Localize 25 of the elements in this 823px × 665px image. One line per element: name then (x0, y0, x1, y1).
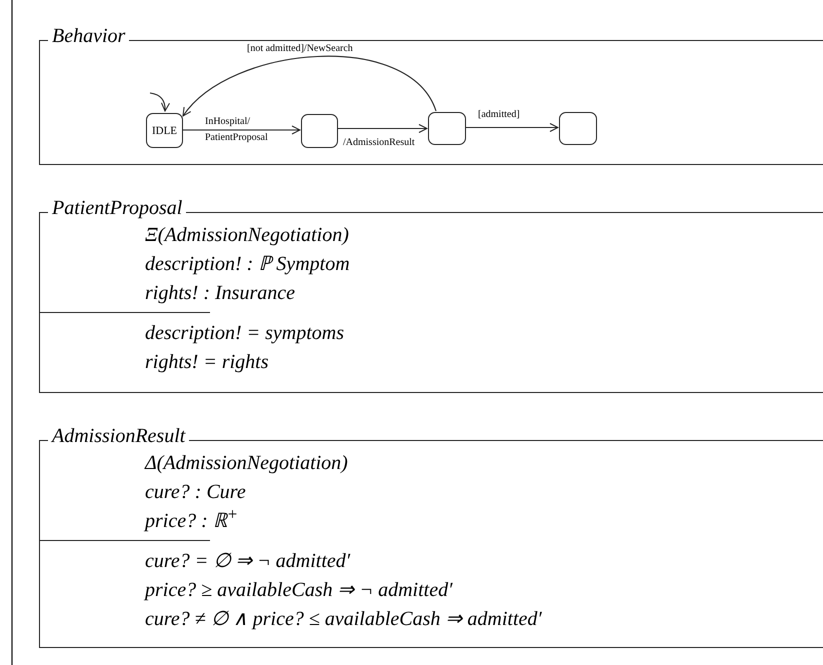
edge-label: /AdmissionResult (343, 136, 415, 148)
predicate-line: cure? = ∅ ⇒ ¬ admitted′ (145, 549, 350, 574)
transition-arrow (182, 126, 300, 134)
transition-arrow (465, 123, 558, 132)
state-box (559, 112, 597, 145)
declaration-line: Ξ(AdmissionNegotiation) (145, 223, 349, 248)
state-box (428, 112, 466, 145)
declaration-line: description! : ℙ Symptom (145, 252, 350, 277)
edge-label: InHospital/ PatientProposal (205, 115, 269, 145)
initial-arrow (150, 92, 170, 112)
declaration-line: rights! : Insurance (145, 281, 295, 306)
edge-label: [not admitted]/NewSearch (247, 43, 353, 55)
declaration-line: Δ(AdmissionNegotiation) (145, 451, 348, 476)
state-box (301, 114, 338, 148)
transition-arrow (182, 56, 436, 116)
edge-label: [admitted] (478, 108, 520, 120)
declaration-line: price? : ℝ$^{+}$ (145, 507, 238, 534)
predicate-line: description! = symptoms (145, 321, 344, 346)
declaration-line: cure? : Cure (145, 480, 246, 505)
state-name: IDLE (152, 124, 178, 136)
state-box (146, 113, 183, 148)
predicate-line: rights! = rights (145, 350, 269, 375)
predicate-line: cure? ≠ ∅ ∧ price? ≤ availableCash ⇒ admitted′ (145, 607, 542, 632)
transition-arrow (337, 124, 428, 133)
predicate-line: price? ≥ availableCash ⇒ ¬ admitted′ (145, 578, 452, 603)
